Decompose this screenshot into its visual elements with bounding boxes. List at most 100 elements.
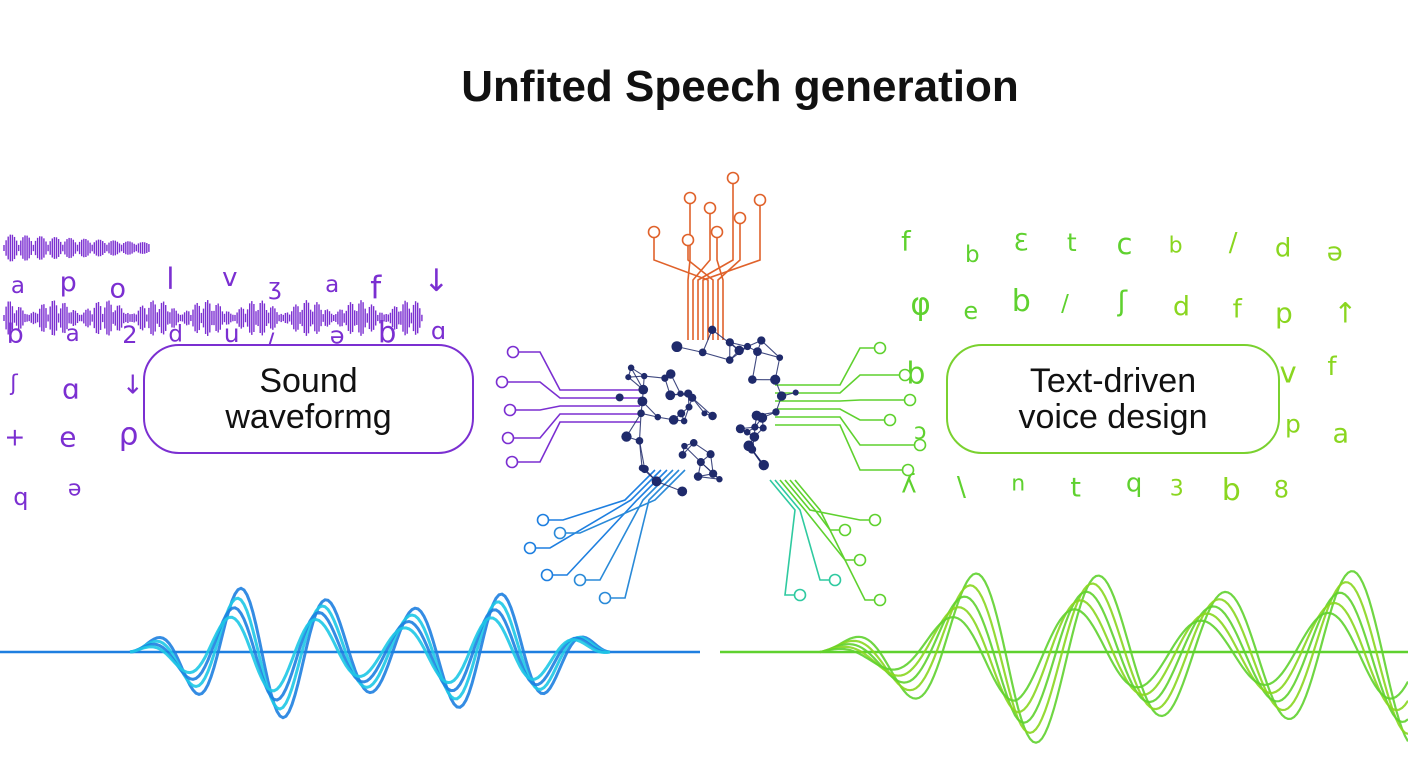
network-node: [751, 423, 759, 431]
phoneme-glyph: ↓: [423, 263, 449, 299]
phoneme-glyph: b: [1169, 233, 1183, 258]
circuit-terminal: [883, 413, 897, 427]
circuit-terminal: [501, 431, 515, 445]
phoneme-glyph: a: [11, 273, 25, 299]
network-node: [665, 390, 676, 401]
network-node: [708, 325, 717, 334]
network-node: [665, 369, 676, 379]
network-node: [743, 428, 751, 436]
circuit-trace: [775, 374, 905, 394]
circuit-terminal: [793, 588, 807, 602]
circuit-trace: [513, 351, 640, 391]
network-node: [708, 469, 718, 478]
circuit-terminal: [903, 393, 917, 407]
voice-waveform-trace: [819, 599, 1408, 714]
phoneme-glyph: q: [13, 483, 28, 511]
network-node: [792, 389, 799, 396]
phoneme-glyph: a: [325, 272, 339, 298]
phoneme-glyph: /: [1229, 228, 1238, 258]
phoneme-glyph: Ɛ: [1014, 229, 1029, 257]
circuit-trace: [775, 424, 908, 471]
circuit-trace: [794, 479, 880, 601]
network-node: [637, 396, 648, 407]
network-node: [716, 476, 723, 483]
phoneme-glyph: b: [378, 316, 396, 350]
voice-waveform-trace: [819, 590, 1408, 724]
text-driven-line1: Text-driven: [1029, 362, 1197, 400]
circuit-trace: [702, 200, 761, 340]
network-node: [706, 450, 715, 459]
network-node: [654, 413, 662, 421]
phoneme-glyph: ↓: [122, 371, 144, 401]
circuit-trace: [716, 232, 724, 340]
network-node: [668, 415, 679, 425]
voice-waveform-trace: [819, 570, 1408, 744]
phoneme-glyph: 8: [1274, 476, 1289, 504]
network-node: [615, 393, 624, 402]
network-node: [671, 341, 683, 353]
network-edge: [751, 351, 758, 380]
network-node: [757, 336, 766, 345]
circuit-trace: [697, 178, 734, 340]
sound-waveform-line2: waveformg: [225, 398, 392, 436]
circuit-terminal: [553, 526, 567, 540]
circuit-trace: [775, 416, 920, 446]
phoneme-glyph: ə: [330, 322, 345, 350]
circuit-terminal: [506, 345, 520, 359]
network-node: [677, 390, 684, 397]
network-node: [770, 374, 781, 385]
network-node: [734, 345, 744, 356]
circuit-trace: [789, 479, 845, 531]
phoneme-glyph: ə: [68, 476, 82, 501]
network-edge: [711, 329, 740, 351]
network-edge: [638, 413, 642, 441]
circuit-trace: [687, 198, 691, 340]
circuit-trace: [530, 469, 662, 549]
network-node: [743, 440, 755, 452]
circuit-trace: [502, 381, 640, 399]
network-node: [693, 472, 703, 481]
phoneme-glyph: a: [1333, 419, 1350, 450]
network-edge: [638, 440, 646, 470]
network-node: [640, 464, 649, 474]
phoneme-glyph: ʃ: [9, 371, 18, 396]
phoneme-glyph: d: [1275, 234, 1292, 264]
phoneme-glyph: \: [957, 472, 967, 503]
circuit-trace: [605, 469, 680, 599]
circuit-trace: [510, 405, 640, 411]
circuit-terminal: [647, 225, 661, 239]
circuit-trace: [543, 469, 656, 521]
network-node: [748, 375, 757, 384]
phoneme-glyph: ɔ: [914, 419, 927, 445]
circuit-terminal: [733, 211, 747, 225]
circuit-trace: [687, 240, 714, 340]
phoneme-glyph: ρ: [119, 417, 139, 453]
phoneme-glyph: q: [1126, 468, 1143, 498]
phoneme-glyph: ɑ: [62, 373, 80, 406]
phoneme-glyph: p: [60, 267, 77, 298]
network-edge: [691, 397, 713, 417]
phoneme-glyph: d: [168, 322, 183, 348]
phoneme-glyph: b: [906, 357, 925, 392]
phoneme-glyph: o: [110, 273, 127, 304]
text-driven-line2: voice design: [1018, 398, 1208, 436]
phoneme-glyph: f: [901, 226, 912, 257]
circuit-terminal: [523, 541, 537, 555]
network-node: [681, 442, 688, 450]
network-node: [758, 459, 770, 471]
phoneme-glyph: b: [1012, 284, 1031, 319]
network-node: [749, 432, 760, 442]
network-node: [701, 410, 708, 417]
circuit-terminal: [536, 513, 550, 527]
phoneme-glyph: n: [1011, 471, 1025, 496]
phoneme-glyph: p: [1285, 409, 1301, 438]
network-node: [627, 364, 635, 372]
network-node: [688, 393, 697, 402]
circuit-terminal: [503, 403, 517, 417]
circuit-terminal: [598, 591, 612, 605]
sound-waveform-line1: Sound: [259, 362, 358, 400]
phoneme-glyph: v: [222, 263, 237, 293]
neural-network-edges: [626, 329, 796, 492]
phoneme-glyph: b: [1222, 473, 1241, 508]
network-node: [685, 403, 693, 411]
